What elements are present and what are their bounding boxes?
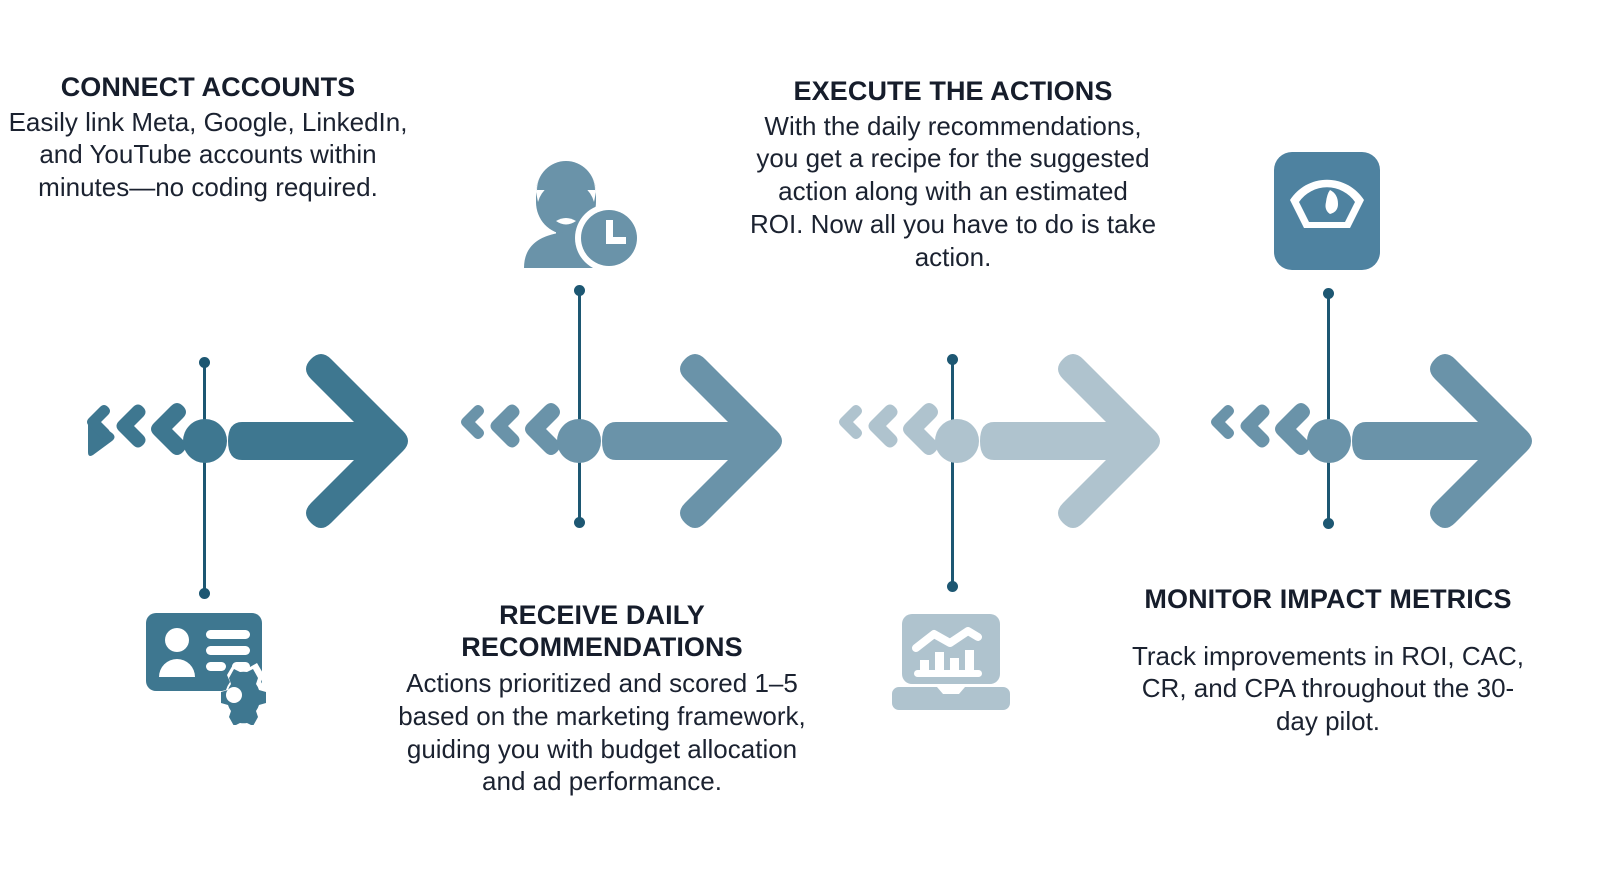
step-1-connector-dot-bottom xyxy=(199,588,210,599)
step-2-node-circle xyxy=(557,419,601,463)
step-2-arrow-group xyxy=(456,352,786,532)
step-4-connector-dot-top xyxy=(1323,288,1334,299)
chevron-icon-small xyxy=(461,405,484,439)
chevron-icon-medium xyxy=(868,404,898,448)
step-3-node-circle xyxy=(935,419,979,463)
step-3-title: EXECUTE THE ACTIONS xyxy=(793,76,1113,106)
chevron-icon-large xyxy=(903,403,938,455)
person-clock-icon xyxy=(516,148,644,275)
laptop-analytics-icon xyxy=(890,612,1012,717)
chevron-icon-large xyxy=(525,403,560,455)
chevron-icon-small xyxy=(839,405,862,439)
step-2-body: Actions prioritized and scored 1–5 based… xyxy=(398,668,806,797)
chevron-icon-medium xyxy=(490,404,520,448)
step-2-connector-dot-bottom xyxy=(574,517,585,528)
step-3-arrow-group xyxy=(834,352,1164,532)
chevron-icon-small xyxy=(1211,405,1234,439)
step-1-arrow-group xyxy=(82,352,412,532)
step-3-body: With the daily recommendations, you get … xyxy=(749,110,1157,272)
chevron-icon-small xyxy=(87,405,110,439)
weight-scale-icon xyxy=(1268,150,1386,277)
step-3-text-block: EXECUTE THE ACTIONS With the daily recom… xyxy=(748,76,1158,273)
chevron-icon-large xyxy=(151,403,186,455)
step-3-connector-dot-top xyxy=(947,354,958,365)
step-4-connector-line xyxy=(1327,291,1330,522)
step-1-connector-line xyxy=(203,360,206,593)
step-4-arrow-icon xyxy=(1352,354,1532,528)
chevron-icon-large xyxy=(1275,403,1310,455)
step-3-arrow-icon xyxy=(980,354,1160,528)
step-2-connector-line xyxy=(578,288,581,522)
chevron-icon-medium xyxy=(116,404,146,448)
step-4-body: Track improvements in ROI, CAC, CR, and … xyxy=(1131,640,1524,737)
step-1-text-block: CONNECT ACCOUNTS Easily link Meta, Googl… xyxy=(8,72,408,204)
chevron-icon-medium xyxy=(1240,404,1270,448)
step-1-node-circle xyxy=(183,419,227,463)
step-4-text-block: MONITOR IMPACT METRICS Track improvement… xyxy=(1128,584,1528,738)
id-card-settings-icon xyxy=(144,607,274,735)
step-1-body: Easily link Meta, Google, LinkedIn, and … xyxy=(8,106,408,203)
step-4-title: MONITOR IMPACT METRICS xyxy=(1144,584,1512,614)
step-1-title: CONNECT ACCOUNTS xyxy=(60,72,356,102)
step-2-arrow-icon xyxy=(602,354,782,528)
step-4-connector-dot-bottom xyxy=(1323,518,1334,529)
step-1-arrow-icon xyxy=(228,354,408,528)
step-2-title: RECEIVE DAILY RECOMMENDATIONS xyxy=(461,600,743,662)
step-1-connector-dot-top xyxy=(199,357,210,368)
step-2-connector-dot-top xyxy=(574,285,585,296)
step-2-text-block: RECEIVE DAILY RECOMMENDATIONS Actions pr… xyxy=(388,600,816,798)
step-3-connector-dot-bottom xyxy=(947,581,958,592)
step-4-node-circle xyxy=(1307,419,1351,463)
step-3-connector-line xyxy=(951,357,954,586)
step-4-arrow-group xyxy=(1206,352,1536,532)
